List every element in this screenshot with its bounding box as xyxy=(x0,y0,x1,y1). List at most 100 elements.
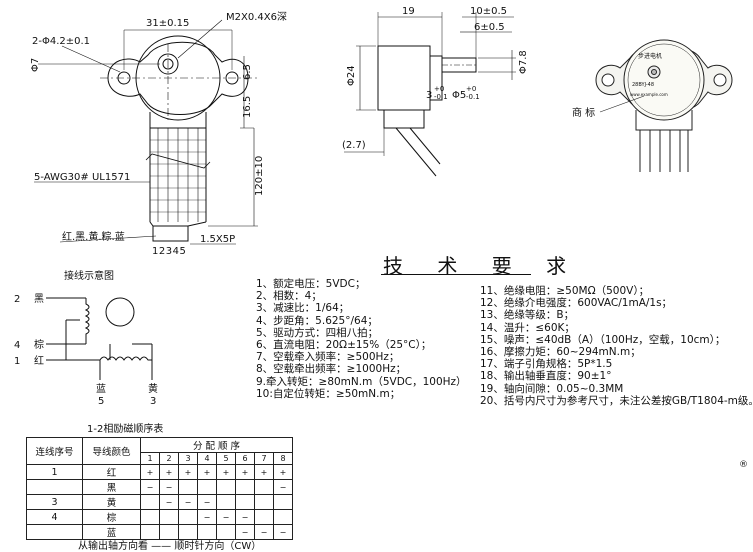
registered-mark: ® xyxy=(739,460,748,470)
spec-item: 19、轴向间隙：0.05~0.3MM xyxy=(480,382,624,395)
step-cell xyxy=(273,494,293,510)
spec-item: 1、额定电压：5VDC； xyxy=(256,278,366,290)
spec-item: 7、空载牵入频率：≥500Hz； xyxy=(256,351,400,364)
spec-item: 8、空载牵出频率：≥1000Hz； xyxy=(256,363,407,376)
terminal-3-color: 黄 xyxy=(148,382,158,395)
col-header-seq: 连线序号 xyxy=(26,437,83,465)
step-cell: − xyxy=(273,524,293,540)
side-view-labels: 19 10±0.5 6±0.5 Φ24 Φ7.8 3 +0 -0.1 Φ5 +0… xyxy=(342,6,529,151)
step-cell: + xyxy=(216,464,236,480)
wiring-caption: 接线示意图 xyxy=(64,271,114,282)
spec-item: 6、直流电阻：20Ω±15%（25°C）； xyxy=(256,338,432,351)
front-view-labels: 31±0.15 M2X0.4X6深 2-Φ4.2±0.1 Φ7 6.5 16.5… xyxy=(30,11,287,257)
step-cell xyxy=(140,509,160,525)
step-cell: − xyxy=(178,494,198,510)
dim-d78: Φ7.8 xyxy=(518,50,529,74)
step-cell: − xyxy=(273,479,293,495)
step-cell: + xyxy=(273,464,293,480)
step-cell xyxy=(254,494,274,510)
step-cell xyxy=(178,509,198,525)
step-cell: − xyxy=(140,479,160,495)
col-header-order: 分 配 顺 序 xyxy=(140,437,293,453)
terminal-4-num: 4 xyxy=(14,340,20,351)
spec-item: 9.牵入转矩：≥80mN.m（5VDC，100Hz） xyxy=(256,375,467,388)
rotation-note: 从输出轴方向看 —— 顺时针方向（CW） xyxy=(78,541,262,552)
step-header: 7 xyxy=(254,452,274,465)
front-view xyxy=(34,19,258,245)
dim-shaft-tol: +0 xyxy=(466,85,476,93)
step-header: 5 xyxy=(216,452,236,465)
spec-item: 5、驱动方式：四相八拍； xyxy=(256,326,379,339)
step-cell xyxy=(197,479,217,495)
dim-w6: 6±0.5 xyxy=(474,22,505,33)
step-header: 4 xyxy=(197,452,217,465)
wiring-labels: 2 黑 4 棕 1 红 蓝 5 黄 3 xyxy=(14,293,158,407)
svg-text:28BYJ-48: 28BYJ-48 xyxy=(632,82,654,88)
spec-item: 17、端子引角规格：5P*1.5 xyxy=(480,358,613,371)
pin-numbers: 12345 xyxy=(152,246,186,257)
row-seq xyxy=(26,524,83,540)
spec-item: 18、输出轴垂直度：90±1° xyxy=(480,370,612,383)
dim-shaft: Φ5 xyxy=(452,90,466,101)
step-cell: − xyxy=(216,509,236,525)
step-cell xyxy=(140,494,160,510)
spec-list-left: 1、额定电压：5VDC； 2、相数：4； 3、减速比：1/64； 4、步距角：5… xyxy=(256,278,467,400)
dim-flat: 3 xyxy=(426,90,432,101)
side-view xyxy=(344,12,516,177)
step-cell xyxy=(159,509,179,525)
row-seq: 4 xyxy=(26,509,83,525)
svg-text:步进电机: 步进电机 xyxy=(638,52,662,60)
dim-flat-tol2: -0.1 xyxy=(434,93,448,101)
motor-photo: 步进电机 28BYJ-48 www.example.com xyxy=(595,39,733,172)
step-header: 3 xyxy=(178,452,198,465)
step-cell xyxy=(216,494,236,510)
connector-spec: 1.5X5P xyxy=(200,234,235,245)
svg-text:www.example.com: www.example.com xyxy=(630,92,668,97)
step-cell: + xyxy=(159,464,179,480)
spec-item: 13、绝缘等级：B； xyxy=(480,309,575,322)
step-cell xyxy=(254,509,274,525)
wiring-diagram xyxy=(46,297,153,380)
step-header: 6 xyxy=(235,452,255,465)
spec-item: 15、噪声：≤40dB（A）（100Hz，空载，10cm）； xyxy=(480,333,726,346)
row-color: 红 xyxy=(82,464,141,480)
terminal-2-num: 2 xyxy=(14,294,20,305)
spec-item: 14、温升：≤60K； xyxy=(480,321,575,334)
step-cell: − xyxy=(159,494,179,510)
dim-h165: 16.5 xyxy=(242,96,253,118)
dim-ref27: (2.7) xyxy=(342,140,366,151)
step-cell xyxy=(273,509,293,525)
dim-flat-tol: +0 xyxy=(434,85,444,93)
spec-item: 20、括号内尺寸为参考尺寸，未注公差按GB/T1804-m级。 xyxy=(480,394,753,407)
row-color: 棕 xyxy=(82,509,141,525)
step-cell: − xyxy=(197,494,217,510)
step-cell xyxy=(235,494,255,510)
step-cell: + xyxy=(178,464,198,480)
spec-title-underline xyxy=(381,274,531,275)
dim-d24: Φ24 xyxy=(346,65,357,86)
spec-item: 10:自定位转矩：≥50mN.m； xyxy=(256,387,401,400)
dim-screw: M2X0.4X6深 xyxy=(226,11,287,23)
dim-lead-length: 120±10 xyxy=(254,156,265,196)
terminal-2-color: 黑 xyxy=(34,293,44,305)
step-cell: − xyxy=(235,509,255,525)
step-header: 1 xyxy=(140,452,160,465)
step-cell xyxy=(254,479,274,495)
step-cell xyxy=(178,479,198,495)
dim-d7: Φ7 xyxy=(30,58,41,72)
terminal-1-color: 红 xyxy=(34,354,44,367)
terminal-1-num: 1 xyxy=(14,356,20,367)
row-seq xyxy=(26,479,83,495)
step-cell: + xyxy=(140,464,160,480)
dim-h65: 6.5 xyxy=(242,64,253,80)
row-color: 黄 xyxy=(82,494,141,510)
step-cell xyxy=(216,479,236,495)
step-header: 2 xyxy=(159,452,179,465)
row-color: 黑 xyxy=(82,479,141,495)
step-cell: + xyxy=(254,464,274,480)
step-cell xyxy=(235,479,255,495)
